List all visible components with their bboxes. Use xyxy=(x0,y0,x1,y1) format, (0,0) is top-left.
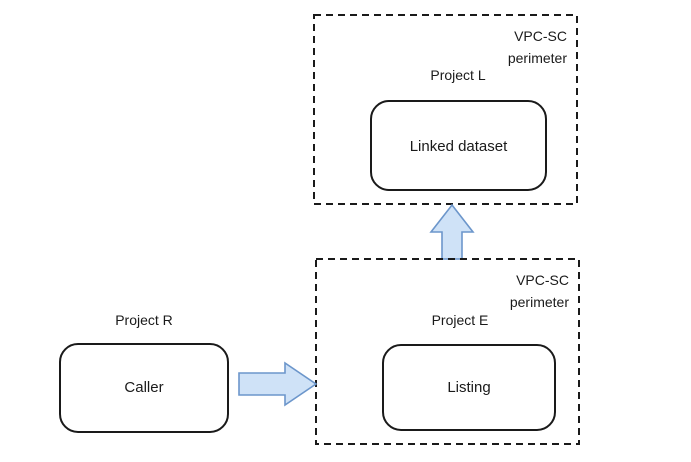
node-linked-dataset-shape[interactable] xyxy=(370,100,547,191)
perimeter-bottom-label-line2: perimeter xyxy=(510,294,569,310)
perimeter-top-group: VPC-SC perimeter Project L xyxy=(313,14,578,205)
node-caller-label: Caller xyxy=(124,379,163,396)
up-arrow-icon xyxy=(429,203,475,260)
node-linked-dataset[interactable]: Linked dataset xyxy=(370,100,547,191)
node-listing[interactable]: Listing xyxy=(382,344,556,431)
perimeter-top-boundary xyxy=(313,14,578,205)
node-caller-shape[interactable] xyxy=(59,343,229,433)
project-e-label: Project E xyxy=(432,312,489,328)
node-caller[interactable]: Caller xyxy=(59,343,229,433)
project-r-label: Project R xyxy=(115,312,173,328)
right-arrow-icon xyxy=(238,361,318,407)
node-listing-label: Listing xyxy=(447,379,490,396)
perimeter-bottom-boundary xyxy=(315,258,580,445)
perimeter-top-label-line2: perimeter xyxy=(508,50,567,66)
node-linked-dataset-label: Linked dataset xyxy=(410,138,508,155)
project-l-label: Project L xyxy=(430,67,485,83)
arrow-listing-to-linked-dataset xyxy=(429,203,475,260)
node-listing-shape[interactable] xyxy=(382,344,556,431)
perimeter-top-label-line1: VPC-SC xyxy=(514,28,567,44)
perimeter-bottom-label-line1: VPC-SC xyxy=(516,272,569,288)
arrow-caller-to-listing xyxy=(238,361,318,407)
perimeter-bottom-group: VPC-SC perimeter Project E xyxy=(315,258,580,445)
project-r-group: Project R xyxy=(115,312,173,328)
